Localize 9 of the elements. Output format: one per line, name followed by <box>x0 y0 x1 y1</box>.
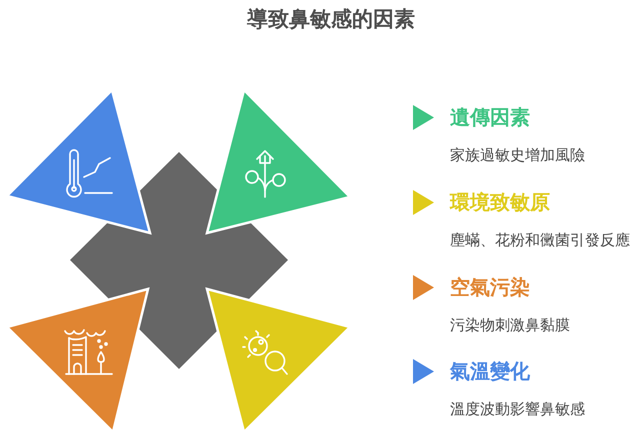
title: 導致鼻敏感的因素 <box>247 7 415 33</box>
factor-heading: 遺傳因素 <box>450 105 530 129</box>
factor-description: 家族過敏史增加風險 <box>450 146 585 164</box>
factor-description: 溫度波動影響鼻敏感 <box>450 400 585 418</box>
factor-heading: 環境致敏原 <box>450 190 550 214</box>
factor-heading: 空氣污染 <box>450 275 530 299</box>
factor-description: 塵蟎、花粉和黴菌引發反應 <box>450 231 630 249</box>
factor-description: 污染物刺激鼻黏膜 <box>450 316 570 334</box>
factor-heading: 氣溫變化 <box>450 359 530 383</box>
